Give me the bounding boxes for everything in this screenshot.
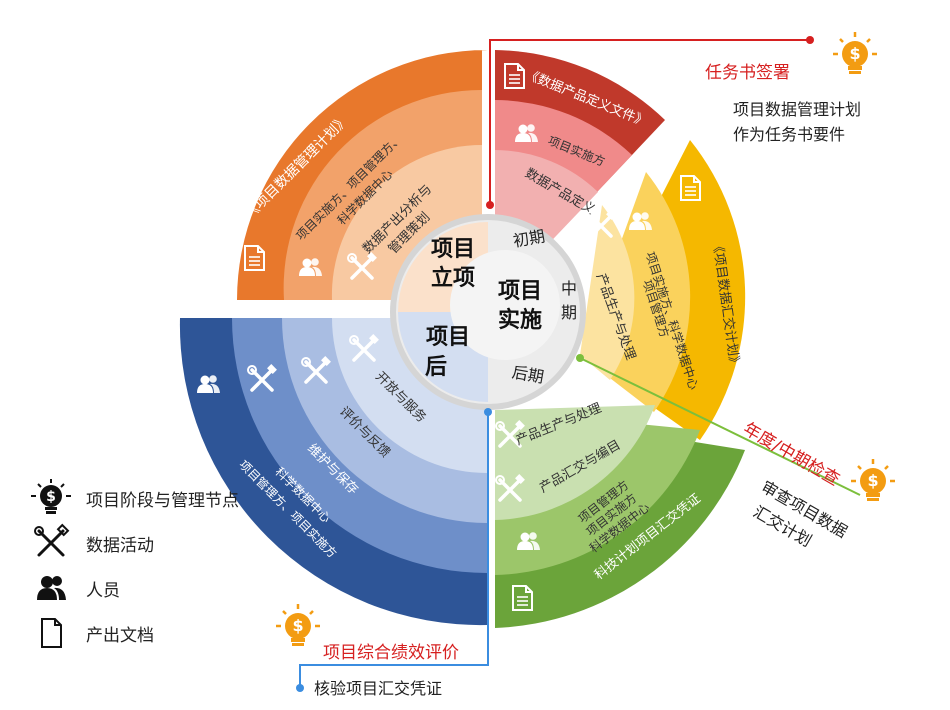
people-icon: [30, 568, 72, 608]
legend-label-stage: 项目阶段与管理节点: [86, 490, 239, 511]
jixiao-line1: 核验项目汇交凭证: [314, 679, 442, 698]
center-hub: 项目 立项 项目 实施 项目 后 初期 中 期 后期: [390, 214, 586, 410]
lightbulb-dollar-icon: $: [30, 478, 72, 518]
renwushu-line1: 项目数据管理计划: [733, 100, 861, 119]
niandu-title: 年度/中期检查: [740, 419, 843, 490]
jixiao-connector: [299, 412, 489, 688]
center-shishi-label-2: 实施: [498, 307, 542, 333]
callout-renwushu: 任务书签署 项目数据管理计划 作为任务书要件: [486, 30, 879, 209]
legend-item-stage: $ 项目阶段与管理节点: [30, 478, 239, 518]
center-zhongqi-label-1: 中: [561, 279, 577, 298]
tools-icon: [30, 523, 72, 563]
jixiao-bulb-icon: [274, 602, 322, 648]
niandu-connector: [579, 357, 861, 496]
legend-label-document: 产出文档: [86, 625, 154, 646]
legend-item-document: 产出文档: [30, 613, 154, 653]
jixiao-title: 项目综合绩效评价: [323, 643, 459, 663]
center-lixiang-label-1: 项目: [431, 237, 475, 262]
legend-item-activity: 数据活动: [30, 523, 154, 563]
renwushu-bulb-icon: [831, 30, 879, 76]
svg-text:$: $: [46, 489, 56, 505]
sector-houqi: 科技计划项目汇交凭证 项目管理方 项目实施方 科学数据中心 产品生产与处理 产品…: [494, 401, 745, 628]
center-hou-label-2: 后: [425, 355, 447, 380]
renwushu-line2: 作为任务书要件: [733, 125, 845, 144]
center-zhongqi-label-2: 期: [561, 303, 577, 322]
legend-label-activity: 数据活动: [86, 535, 154, 556]
renwushu-connector: [489, 39, 810, 205]
center-lixiang-label-2: 立项: [431, 265, 475, 291]
callout-jixiao: 项目综合绩效评价 核验项目汇交凭证: [274, 408, 492, 698]
legend-item-people: 人员: [30, 568, 120, 608]
renwushu-title: 任务书签署: [705, 63, 790, 83]
center-hou-label-1: 项目: [426, 325, 470, 350]
center-shishi-label-1: 项目: [498, 279, 542, 304]
zhongqi-inner-ring: [580, 205, 635, 380]
sector-zhongqi: 《项目数据汇交计划》 项目实施方、科学数据中心 项目管理方 产品生产与处理: [580, 140, 746, 440]
houqi-inner-ring: [495, 405, 655, 520]
document-icon: [30, 613, 72, 653]
legend-label-people: 人员: [86, 580, 120, 601]
center-inner-circle: [450, 250, 560, 360]
